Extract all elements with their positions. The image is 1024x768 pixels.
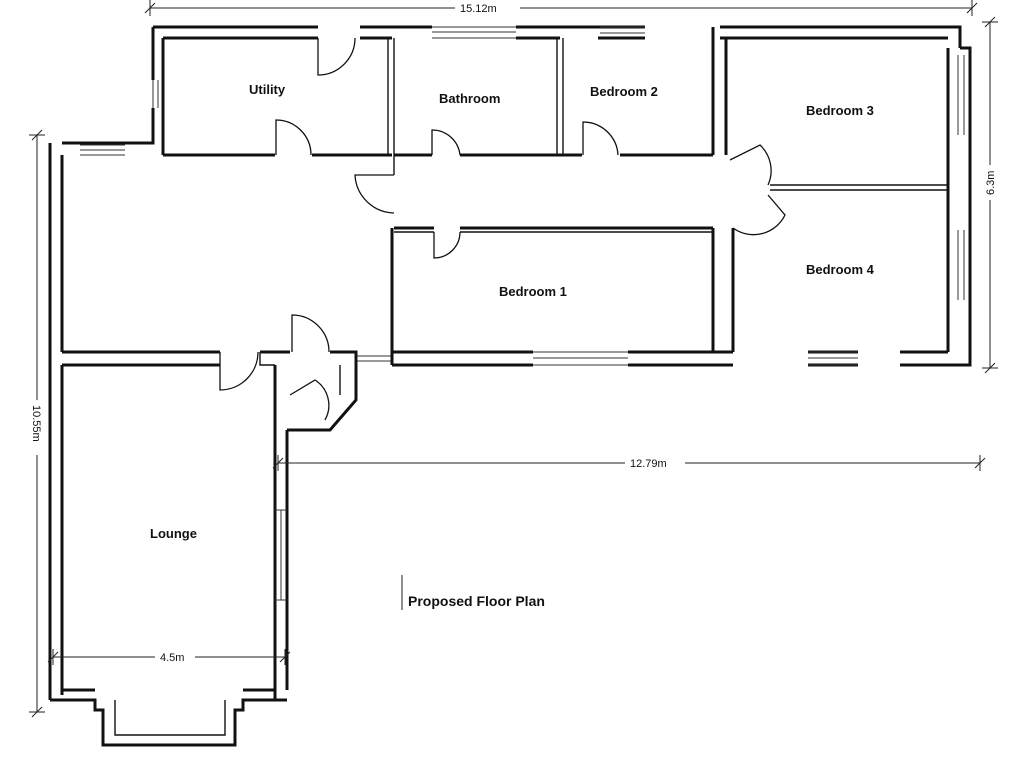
dimension-labels: 15.12m 6.3m 10.55m 12.79m 4.5m — [30, 3, 997, 664]
dimension-overall-depth-left: 10.55m — [30, 405, 42, 442]
plan-title: Proposed Floor Plan — [408, 593, 545, 609]
dimension-lines — [29, 0, 998, 718]
room-label-bathroom: Bathroom — [439, 91, 500, 106]
dimension-overall-width: 15.12m — [460, 3, 497, 15]
room-label-lounge: Lounge — [150, 526, 197, 541]
internal-walls — [62, 27, 948, 432]
room-label-bedroom-4: Bedroom 4 — [806, 262, 875, 277]
outer-walls — [48, 25, 972, 747]
room-label-bedroom-2: Bedroom 2 — [590, 84, 658, 99]
room-label-utility: Utility — [249, 82, 286, 97]
dimension-overall-depth-right: 6.3m — [985, 171, 997, 195]
dimension-wing-width: 12.79m — [630, 458, 667, 470]
dimension-lounge-width: 4.5m — [160, 652, 184, 664]
room-label-bedroom-1: Bedroom 1 — [499, 284, 567, 299]
doors — [219, 37, 786, 421]
room-label-bedroom-3: Bedroom 3 — [806, 103, 874, 118]
room-labels: Utility Bathroom Bedroom 2 Bedroom 3 Bed… — [150, 82, 875, 541]
